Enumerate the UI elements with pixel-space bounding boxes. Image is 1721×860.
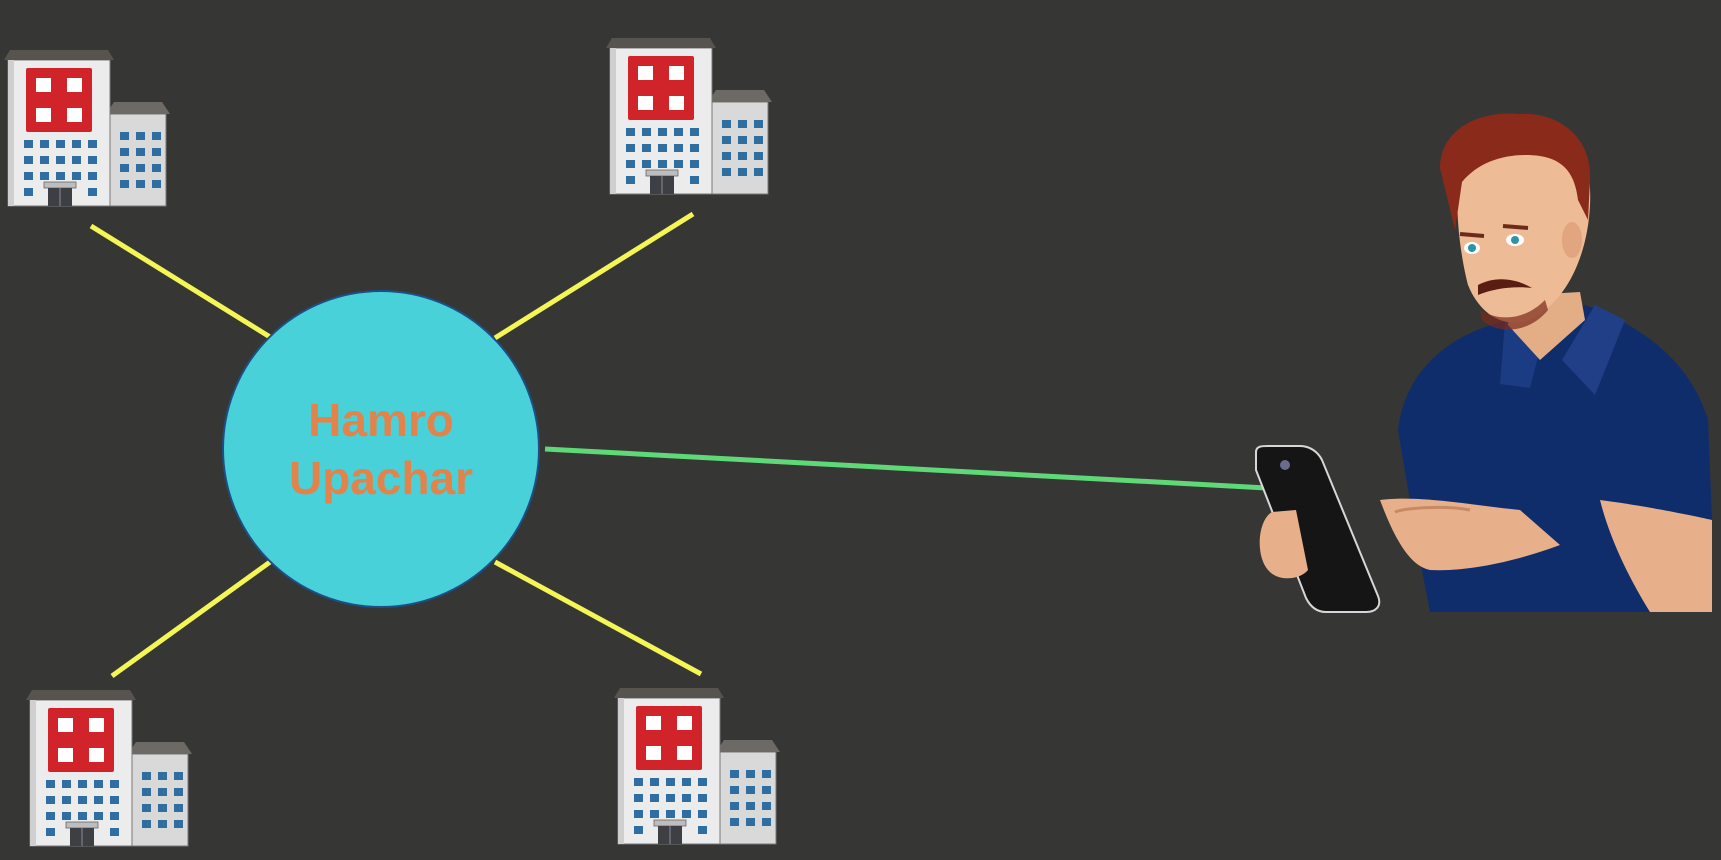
hub-label: Hamro Upachar bbox=[223, 291, 539, 607]
hub-label-line1: Hamro bbox=[308, 394, 454, 446]
hospital-top-right-icon bbox=[605, 37, 773, 195]
person-holding-phone-icon bbox=[1255, 113, 1712, 613]
hospital-bottom-right-icon bbox=[613, 687, 781, 845]
link-hub-top-right bbox=[493, 211, 695, 341]
link-hub-user bbox=[544, 446, 1305, 493]
link-hub-bottom-left bbox=[110, 559, 272, 679]
hospital-top-left-icon bbox=[3, 49, 171, 207]
link-hub-top-left bbox=[89, 223, 272, 340]
link-hub-bottom-right bbox=[493, 559, 703, 677]
hub-circle bbox=[222, 290, 540, 608]
hospital-bottom-left-icon bbox=[25, 689, 193, 847]
hub-label-line2: Upachar bbox=[288, 452, 474, 504]
